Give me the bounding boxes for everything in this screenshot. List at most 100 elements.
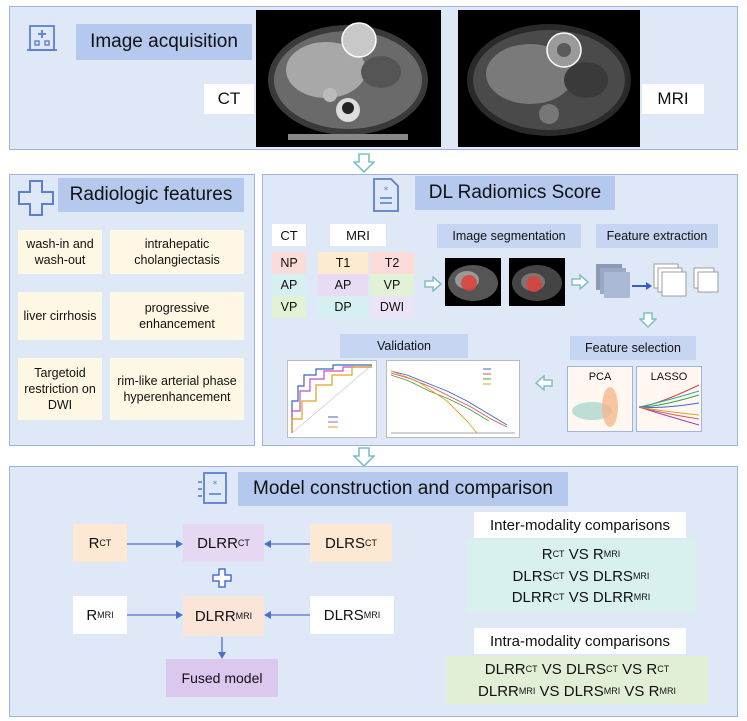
dlrs-base-label: DLRS bbox=[512, 567, 553, 585]
vs-label: VS bbox=[539, 682, 560, 700]
ct-superscript: CT bbox=[552, 571, 565, 581]
down-arrow-icon bbox=[352, 447, 376, 468]
feature-liver-cirrhosis: liver cirrhosis bbox=[18, 292, 102, 340]
ct-header: CT bbox=[272, 224, 306, 246]
dlrs-base-label: DLRS bbox=[324, 534, 365, 552]
vs-label: VS bbox=[568, 567, 589, 585]
extraction-label: Feature extraction bbox=[596, 224, 718, 248]
r-base-label: R bbox=[592, 545, 604, 563]
r-base-label: R bbox=[541, 545, 553, 563]
down-arrow-icon bbox=[352, 153, 376, 174]
plus-icon bbox=[212, 568, 232, 588]
mri-superscript: MRI bbox=[603, 549, 621, 559]
segmentation-label: Image segmentation bbox=[437, 224, 581, 248]
dlrs-base-label: DLRS bbox=[323, 606, 364, 624]
vs-label: VS bbox=[622, 660, 643, 678]
mri-superscript: MRI bbox=[603, 686, 621, 696]
down-arrow-icon bbox=[638, 312, 658, 329]
r-base-label: R bbox=[88, 534, 100, 552]
selection-label: Feature selection bbox=[570, 336, 696, 360]
lasso-plot: LASSO bbox=[636, 366, 702, 432]
mri-superscript: MRI bbox=[235, 611, 253, 621]
ct-superscript: CT bbox=[606, 664, 618, 674]
mri-seq-dwi: DWI bbox=[370, 296, 414, 318]
r-base-label: R bbox=[646, 660, 658, 678]
feature-intrahepatic-cholangiectasis: intrahepatic cholangiectasis bbox=[110, 230, 244, 274]
mri-superscript: MRI bbox=[659, 686, 676, 696]
pca-plot: PCA bbox=[567, 366, 633, 432]
pca-label: PCA bbox=[588, 371, 612, 383]
acquisition-title: Image acquisition bbox=[76, 24, 252, 60]
mri-superscript: MRI bbox=[518, 686, 536, 696]
ct-seq-vp: VP bbox=[272, 296, 306, 318]
ct-seq-np: NP bbox=[272, 252, 306, 274]
mri-seq-ap: AP bbox=[318, 274, 368, 296]
dlrr-base-label: DLRR bbox=[478, 682, 519, 700]
dlrs-base-label: DLRS bbox=[565, 660, 606, 678]
segmentation-mri-image bbox=[509, 258, 565, 306]
mri-header: MRI bbox=[330, 224, 386, 246]
mri-superscript: MRI bbox=[363, 610, 381, 620]
ct-superscript: CT bbox=[237, 538, 250, 548]
plus-cross-icon bbox=[16, 178, 56, 218]
svg-text:*: * bbox=[384, 186, 389, 196]
feature-progressive-enhancement: progressive enhancement bbox=[110, 292, 244, 340]
decision-curve-plot bbox=[386, 360, 520, 438]
ct-superscript: CT bbox=[552, 592, 565, 602]
validation-label: Validation bbox=[340, 334, 468, 358]
right-arrow-icon bbox=[424, 275, 443, 293]
ct-label: CT bbox=[204, 84, 254, 114]
dlrs-title: DL Radiomics Score bbox=[415, 176, 615, 210]
dlrs-base-label: DLRS bbox=[563, 682, 604, 700]
mri-seq-t2: T2 bbox=[370, 252, 414, 274]
clipboard-list-icon: * bbox=[196, 470, 230, 506]
feature-targetoid-restriction: Targetoid restriction on DWI bbox=[18, 358, 102, 420]
dlrr-base-label: DLRR bbox=[197, 534, 238, 552]
right-arrow-icon bbox=[571, 273, 590, 291]
dlrs-base-label: DLRS bbox=[592, 567, 633, 585]
feature-rim-aphe: rim-like arterial phase hyperenhancement bbox=[110, 358, 244, 420]
dlrr-base-label: DLRR bbox=[484, 660, 526, 678]
mri-seq-vp: VP bbox=[370, 274, 414, 296]
ct-superscript: CT bbox=[525, 664, 538, 674]
ct-seq-ap: AP bbox=[272, 274, 306, 296]
ct-superscript: CT bbox=[365, 538, 377, 548]
mri-superscript: MRI bbox=[97, 610, 114, 620]
document-icon: * bbox=[371, 176, 401, 214]
mri-superscript: MRI bbox=[633, 592, 651, 602]
roc-curve-plot bbox=[287, 360, 377, 438]
dlrr-base-label: DLRR bbox=[592, 588, 634, 606]
segmentation-ct-image bbox=[445, 258, 501, 306]
svg-text:*: * bbox=[213, 480, 218, 490]
vs-label: VS bbox=[568, 545, 589, 563]
inter-modality-title: Inter-modality comparisons bbox=[474, 512, 686, 538]
ct-scan-image bbox=[256, 10, 441, 147]
mri-scan-image bbox=[458, 10, 640, 147]
mri-label: MRI bbox=[642, 84, 704, 114]
feature-wash-in-out: wash-in and wash-out bbox=[18, 230, 102, 274]
mri-seq-t1: T1 bbox=[318, 252, 368, 274]
vs-label: VS bbox=[541, 660, 562, 678]
dlrr-base-label: DLRR bbox=[511, 588, 553, 606]
hospital-icon bbox=[25, 20, 59, 54]
fused-model-box: Fused model bbox=[166, 659, 278, 697]
vs-label: VS bbox=[624, 682, 645, 700]
left-arrow-icon bbox=[534, 374, 553, 392]
dlrr-base-label: DLRR bbox=[194, 607, 236, 625]
mri-superscript: MRI bbox=[632, 571, 650, 581]
r-base-label: R bbox=[648, 682, 660, 700]
ct-superscript: CT bbox=[99, 538, 112, 548]
